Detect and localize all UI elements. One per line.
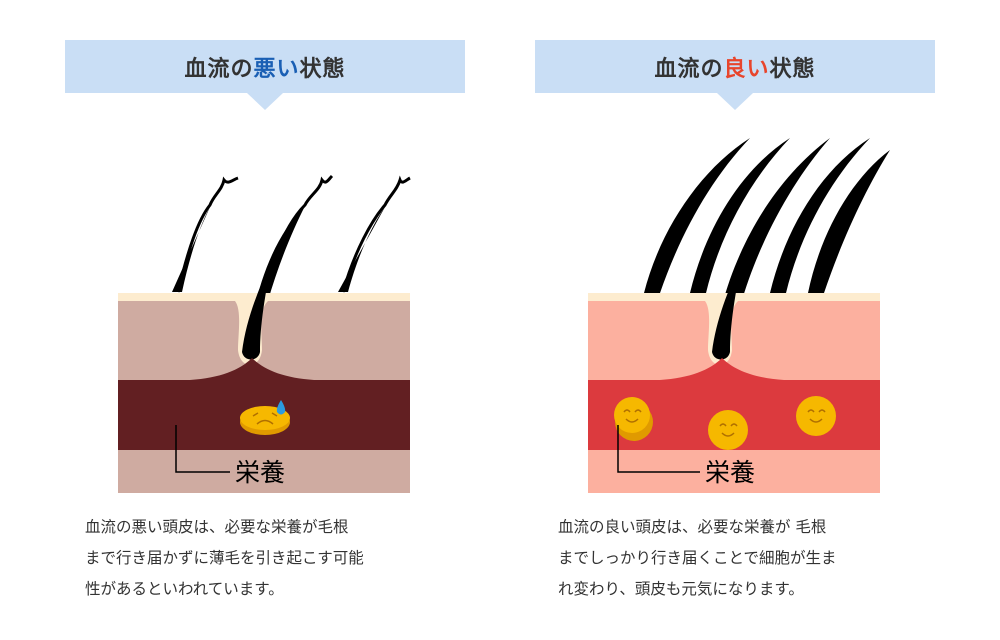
blood-vessel-branch — [660, 358, 784, 380]
header-text-post: 状態 — [769, 56, 816, 82]
blood-vessel-branch — [190, 358, 314, 380]
hair-root — [242, 260, 272, 360]
sweat-drop-icon — [276, 400, 286, 415]
header-text-pre: 血流の — [654, 56, 724, 82]
happy-nutrient-icon — [708, 410, 748, 450]
sad-nutrient-icon — [240, 400, 290, 435]
good-scalp-diagram: 栄養 — [588, 138, 890, 493]
label-leader-line — [617, 425, 700, 473]
nutrient-label: 栄養 — [235, 458, 285, 487]
hair-root — [712, 260, 742, 360]
good-state-header: 血流の良い状態 — [535, 40, 935, 110]
happy-nutrient-icon — [796, 396, 836, 436]
label-leader-line — [175, 425, 230, 473]
happy-nutrient-icon — [614, 397, 653, 441]
header-text-post: 状態 — [299, 56, 346, 82]
header-text-emphasis: 悪い — [253, 56, 300, 82]
header-text-emphasis: 良い — [723, 56, 770, 82]
bad-state-header: 血流の悪い状態 — [65, 40, 465, 110]
bad-state-description: 血流の悪い頭皮は、必要な栄養が毛根 まで行き届かずに薄毛を引き起こす可能 性があ… — [85, 518, 364, 598]
nutrient-label: 栄養 — [705, 458, 755, 487]
header-text-pre: 血流の — [184, 56, 254, 82]
bad-scalp-diagram: 栄養 — [118, 174, 411, 493]
good-state-description: 血流の良い頭皮は、必要な栄養が 毛根 までしっかり行き届くことで細胞が生ま れ変… — [558, 518, 837, 598]
